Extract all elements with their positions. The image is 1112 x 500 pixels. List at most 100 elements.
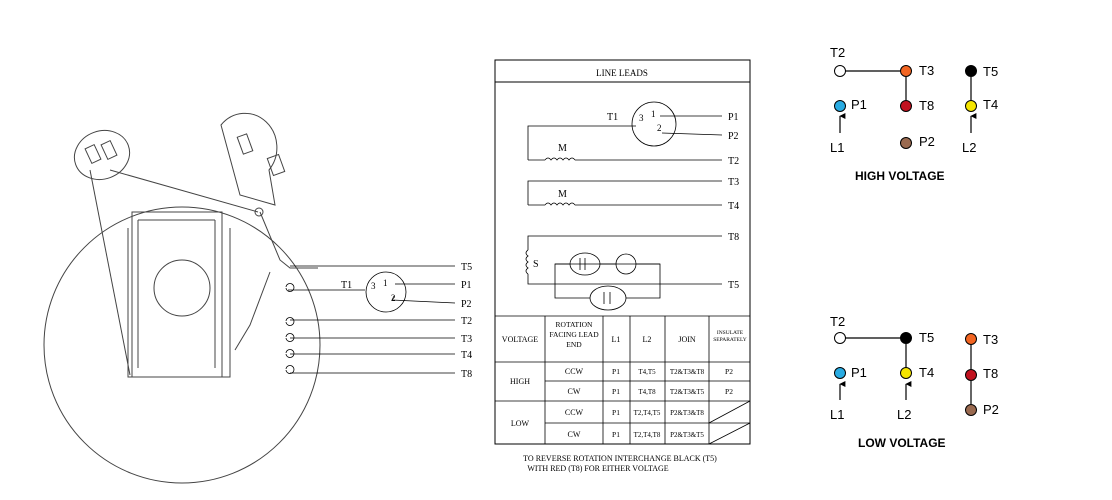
table-voltage-high: HIGH xyxy=(510,377,530,386)
line-leads-switch xyxy=(631,101,677,147)
hv-label-p2: P2 xyxy=(919,134,935,149)
table-r0-l2: T4,T5 xyxy=(638,368,656,376)
table-header-l1: L1 xyxy=(612,335,621,344)
motor-switch-num-1: 1 xyxy=(383,278,388,288)
table-header-insulate-wrap: INSULATE SEPARATELY xyxy=(713,330,747,343)
table-r1-l2: T4,T8 xyxy=(638,388,656,396)
table-r3-join: P2&T3&T5 xyxy=(670,431,704,439)
table-header-join: JOIN xyxy=(678,335,696,344)
line-leads-switch-num-3: 3 xyxy=(639,113,644,123)
line-leads-switch-label: T1 xyxy=(607,112,618,123)
line-leads-title: LINE LEADS xyxy=(596,68,648,78)
line-leads-p2: P2 xyxy=(728,131,739,142)
line-leads-t4: T4 xyxy=(728,201,739,212)
hv-node-t8 xyxy=(900,100,912,112)
motor-leads xyxy=(285,265,456,374)
hv-title: HIGH VOLTAGE xyxy=(855,169,945,183)
table-r2-l1: P1 xyxy=(612,408,620,417)
motor-switch-num-2: 2 xyxy=(391,293,396,303)
table-r1-l1: P1 xyxy=(612,387,620,396)
motor-lead-t8: T8 xyxy=(461,369,472,380)
table-r3-rotation: CW xyxy=(568,430,581,439)
table-r3-l1: P1 xyxy=(612,430,620,439)
motor-switch-circle xyxy=(365,271,407,313)
motor-lead-p1: P1 xyxy=(461,280,472,291)
table-header-insulate: INSULATE SEPARATELY xyxy=(713,330,747,343)
lv-label-l2: L2 xyxy=(897,407,911,422)
line-leads-t8: T8 xyxy=(728,232,739,243)
table-r0-rotation: CCW xyxy=(565,367,584,376)
hv-label-t4: T4 xyxy=(983,97,998,112)
hv-label-l2: L2 xyxy=(962,140,976,155)
line-leads-switch-num-1: 1 xyxy=(651,109,656,119)
high-voltage-diagram: T2 T3 T5 P1 T8 T4 P2 L1 L2 HIGH VOLTAGE xyxy=(830,45,998,183)
capacitor-left xyxy=(73,129,131,181)
line-leads-panel: LINE LEADS xyxy=(494,59,751,445)
coil-label-s: S xyxy=(533,259,539,270)
motor-shaft xyxy=(153,259,211,317)
lv-node-t4 xyxy=(900,367,912,379)
hv-label-t5: T5 xyxy=(983,64,998,79)
hv-node-t4 xyxy=(965,100,977,112)
lv-label-p1: P1 xyxy=(851,365,867,380)
hv-node-p1 xyxy=(834,100,846,112)
table-r0-join: T2&T3&T8 xyxy=(670,368,705,376)
table-header-rotation: ROTATION FACING LEAD END xyxy=(549,320,599,349)
low-voltage-diagram: T2 T5 T3 P1 T4 T8 P2 L1 L2 LOW VOLTAGE xyxy=(830,314,999,450)
hv-label-t8: T8 xyxy=(919,98,934,113)
hv-label-t3: T3 xyxy=(919,63,934,78)
hv-label-t2: T2 xyxy=(830,45,845,60)
hv-node-t2 xyxy=(834,65,846,77)
lv-label-t3: T3 xyxy=(983,332,998,347)
table-header-l2: L2 xyxy=(643,335,652,344)
capacitor-right xyxy=(220,112,278,206)
motor-housing xyxy=(43,206,321,484)
lv-node-p2 xyxy=(965,404,977,416)
table-r1-insulate: P2 xyxy=(725,387,733,396)
table-r1-rotation: CW xyxy=(568,387,581,396)
mount-plate xyxy=(131,211,223,378)
motor-lead-t5: T5 xyxy=(461,262,472,273)
table-note-line2: WITH RED (T8) FOR EITHER VOLTAGE xyxy=(527,464,668,473)
lv-title: LOW VOLTAGE xyxy=(858,436,946,450)
lv-node-p1 xyxy=(834,367,846,379)
hv-node-t3 xyxy=(900,65,912,77)
motor-lead-p2: P2 xyxy=(461,299,472,310)
table-r2-join: P2&T3&T8 xyxy=(670,409,704,417)
lv-label-t2: T2 xyxy=(830,314,845,329)
lv-label-t5: T5 xyxy=(919,330,934,345)
motor-lead-t3: T3 xyxy=(461,334,472,345)
line-leads-t5: T5 xyxy=(728,280,739,291)
hv-node-t5 xyxy=(965,65,977,77)
line-leads-t3: T3 xyxy=(728,177,739,188)
motor-lead-t2: T2 xyxy=(461,316,472,327)
table-r2-rotation: CCW xyxy=(565,408,584,417)
motor-switch-label: T1 xyxy=(341,280,352,291)
lv-label-p2: P2 xyxy=(983,402,999,417)
coil-label-m2: M xyxy=(558,189,567,200)
lv-label-t4: T4 xyxy=(919,365,934,380)
line-leads-p1: P1 xyxy=(728,112,739,123)
lv-node-t5 xyxy=(900,332,912,344)
lv-node-t2 xyxy=(834,332,846,344)
line-leads-switch-num-2: 2 xyxy=(657,123,662,133)
line-leads-t2: T2 xyxy=(728,156,739,167)
table-r2-l2: T2,T4,T5 xyxy=(634,409,661,417)
table-note-line1: TO REVERSE ROTATION INTERCHANGE BLACK (T… xyxy=(523,454,717,463)
table-r1-join: T2&T3&T5 xyxy=(670,388,705,396)
coil-label-m1: M xyxy=(558,143,567,154)
hv-label-l1: L1 xyxy=(830,140,844,155)
hv-label-p1: P1 xyxy=(851,97,867,112)
lv-node-t8 xyxy=(965,369,977,381)
connection-table xyxy=(495,315,751,445)
hv-node-p2 xyxy=(900,137,912,149)
table-r0-insulate: P2 xyxy=(725,367,733,376)
lv-label-t8: T8 xyxy=(983,366,998,381)
motor-lead-t4: T4 xyxy=(461,350,472,361)
table-header-voltage: VOLTAGE xyxy=(502,335,539,344)
motor-switch-num-3: 3 xyxy=(371,281,376,291)
table-header-rotation-wrap: ROTATION FACING LEAD END xyxy=(549,320,599,349)
lv-node-t3 xyxy=(965,333,977,345)
table-r3-l2: T2,T4,T8 xyxy=(634,431,661,439)
